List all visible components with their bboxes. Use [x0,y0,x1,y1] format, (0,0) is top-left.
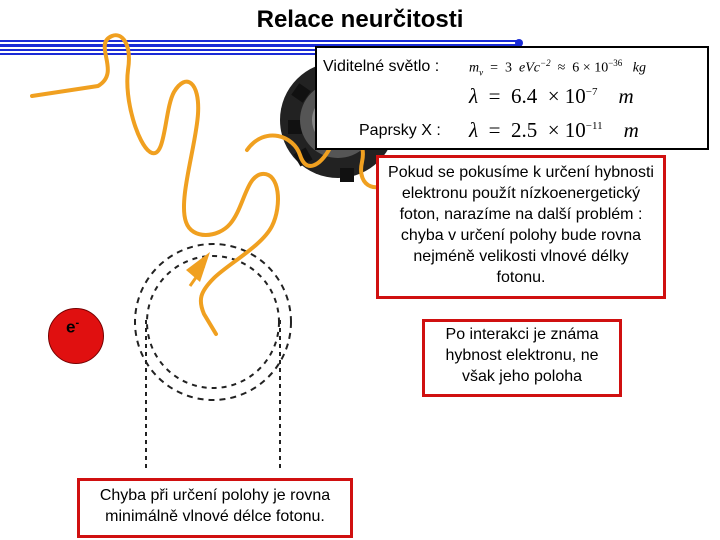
visible-lambda-unit: m [618,84,634,108]
mass-times: × [582,60,591,76]
visible-lambda-base: 10 [564,84,586,108]
after-interaction-note: Po interakci je známa hybnost elektronu,… [422,319,622,397]
mass-approx: ≈ [557,60,566,76]
mass-symbol: m [469,60,480,76]
electron-icon [48,308,104,364]
xray-lambda-symbol: λ [469,118,479,142]
electron-label: e- [66,317,79,338]
mass-equation: mv = 3 eVc−2 ≈ 6 × 10−36 kg [469,58,646,77]
xray-lambda-exp: −11 [585,120,603,132]
after-interaction-text: Po interakci je známa hybnost elektronu,… [445,326,599,385]
low-energy-photon-text: Pokud se pokusíme k určení hybnosti elek… [388,164,654,286]
mass-eq: = [490,60,499,76]
mass-value2: 6 [572,60,580,76]
mass-base: 10 [594,60,609,76]
xray-lambda-eq: = [488,118,501,142]
xray-label: Paprsky X : [359,122,441,139]
xray-lambda-value: 2.5 [510,118,538,142]
visible-lambda-times: × [547,84,560,108]
page-title: Relace neurčitosti [256,6,464,33]
visible-light-label: Viditelné světlo : [323,58,440,75]
visible-lambda-exp: −7 [585,86,598,98]
xray-wavelength-equation: λ = 2.5 × 10−11 m [469,118,639,143]
xray-lambda-times: × [547,118,560,142]
electron-symbol: e [66,317,76,337]
visible-lambda-value: 6.4 [510,84,538,108]
low-energy-photon-note: Pokud se pokusíme k určení hybnosti elek… [376,155,666,299]
mass-value: 3 [505,60,513,76]
mass-unit-exp: −2 [540,58,551,68]
position-error-text: Chyba při určení polohy je rovna minimál… [99,487,331,525]
uncertainty-region [134,243,292,470]
visible-lambda-eq: = [488,84,501,108]
mass-subscript: v [479,67,484,78]
mass-exp: −36 [608,58,623,68]
visible-lambda-symbol: λ [469,84,479,108]
visible-wavelength-equation: λ = 6.4 × 10−7 m [469,84,634,109]
xray-lambda-unit: m [623,118,639,142]
xray-lambda-base: 10 [564,118,586,142]
position-error-note: Chyba při určení polohy je rovna minimál… [77,478,353,538]
wavelength-info-box: Viditelné světlo : mv = 3 eVc−2 ≈ 6 × 10… [315,46,709,150]
mass-unit2: kg [632,60,646,76]
photon-arrow-icon [186,252,210,287]
electron-charge: - [75,317,80,329]
photon-wave-path [30,33,280,336]
mass-unit: eVc [519,60,541,76]
